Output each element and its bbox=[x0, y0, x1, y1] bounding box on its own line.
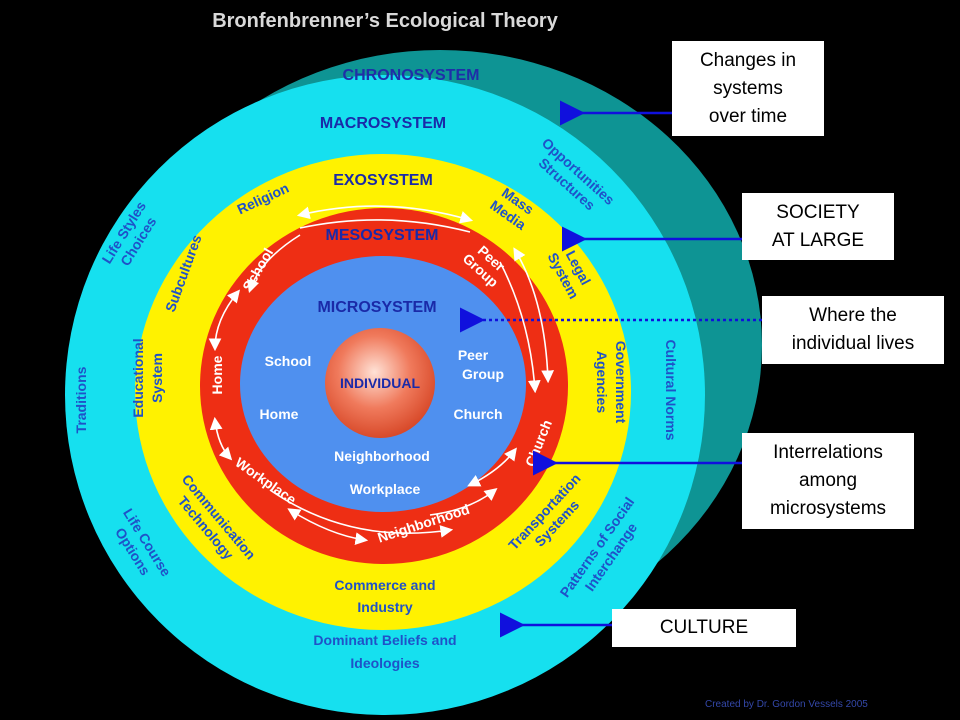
meso-arc-top bbox=[296, 205, 474, 224]
agencies-label: Agencies bbox=[594, 351, 610, 413]
callout-changes-line3: over time bbox=[708, 105, 788, 127]
ideologies-label: Ideologies bbox=[350, 655, 419, 671]
meso-arc-cross bbox=[246, 234, 301, 294]
meso-arc-bottom-right2 bbox=[429, 488, 498, 516]
individual-label: INDIVIDUAL bbox=[340, 375, 421, 391]
micro-home-label: Home bbox=[260, 406, 299, 422]
meso-arc-left bbox=[208, 289, 241, 352]
micro-workplace-label: Workplace bbox=[350, 481, 421, 497]
callout-society: SOCIETY AT LARGE bbox=[742, 193, 894, 260]
credit-text: Created by Dr. Gordon Vessels 2005 bbox=[705, 699, 868, 710]
callout-arrows bbox=[460, 100, 762, 638]
micro-peer-label: Peer bbox=[458, 347, 489, 363]
micro-church-label: Church bbox=[454, 406, 503, 422]
meso-arc-right bbox=[513, 247, 555, 384]
meso-arc-right2 bbox=[499, 261, 541, 394]
meso-home-label: Home bbox=[209, 355, 225, 394]
educational-system-label: System bbox=[149, 353, 165, 403]
meso-arc-bottom-left bbox=[287, 508, 369, 545]
diagram-title: Bronfenbrenner’s Ecological Theory bbox=[212, 10, 559, 32]
micro-school-label: School bbox=[265, 353, 312, 369]
cultural-norms-label: Cultural Norms bbox=[663, 339, 679, 440]
callout-interrelations: Interrelations among microsystems bbox=[742, 433, 914, 529]
industry-label: Industry bbox=[357, 599, 412, 615]
callout-changes: Changes in systems over time bbox=[672, 41, 824, 136]
callout-individual-line1: Where the bbox=[809, 305, 897, 326]
meso-arc-lower bbox=[269, 489, 454, 538]
mesosystem-arrows bbox=[208, 205, 555, 545]
micro-group-label: Group bbox=[462, 366, 504, 382]
commerce-label: Commerce and bbox=[334, 577, 435, 593]
callout-interrelations-line3: microsystems bbox=[769, 498, 887, 519]
exosystem-label: EXOSYSTEM bbox=[333, 172, 433, 189]
dominant-beliefs-label: Dominant Beliefs and bbox=[313, 632, 456, 648]
individual-core bbox=[325, 328, 435, 438]
callout-changes-line2: systems bbox=[713, 77, 783, 99]
meso-arc-top-inner bbox=[299, 219, 471, 233]
educational-label: Educational bbox=[130, 338, 146, 417]
callout-individual-line2: individual lives bbox=[791, 333, 915, 354]
micro-neighborhood-label: Neighborhood bbox=[334, 448, 430, 464]
macrosystem-label: MACROSYSTEM bbox=[320, 115, 446, 132]
callout-society-line2: AT LARGE bbox=[771, 229, 865, 251]
callout-interrelations-line2: among bbox=[798, 470, 858, 491]
callout-culture-text: CULTURE bbox=[659, 617, 749, 638]
callout-culture: CULTURE bbox=[612, 609, 796, 647]
traditions-label: Traditions bbox=[73, 366, 89, 433]
meso-arc-bottom-right bbox=[467, 447, 517, 487]
meso-arc-left2 bbox=[209, 416, 233, 461]
microsystem-label: MICROSYSTEM bbox=[317, 299, 436, 316]
callout-interrelations-line1: Interrelations bbox=[773, 442, 883, 463]
government-label: Government bbox=[613, 341, 629, 424]
callout-changes-line1: Changes in bbox=[699, 49, 797, 71]
callout-individual-lives: Where the individual lives bbox=[762, 296, 944, 364]
callout-society-line1: SOCIETY bbox=[776, 201, 860, 223]
chronosystem-label: CHRONOSYSTEM bbox=[343, 67, 480, 84]
mesosystem-label: MESOSYSTEM bbox=[326, 227, 439, 244]
